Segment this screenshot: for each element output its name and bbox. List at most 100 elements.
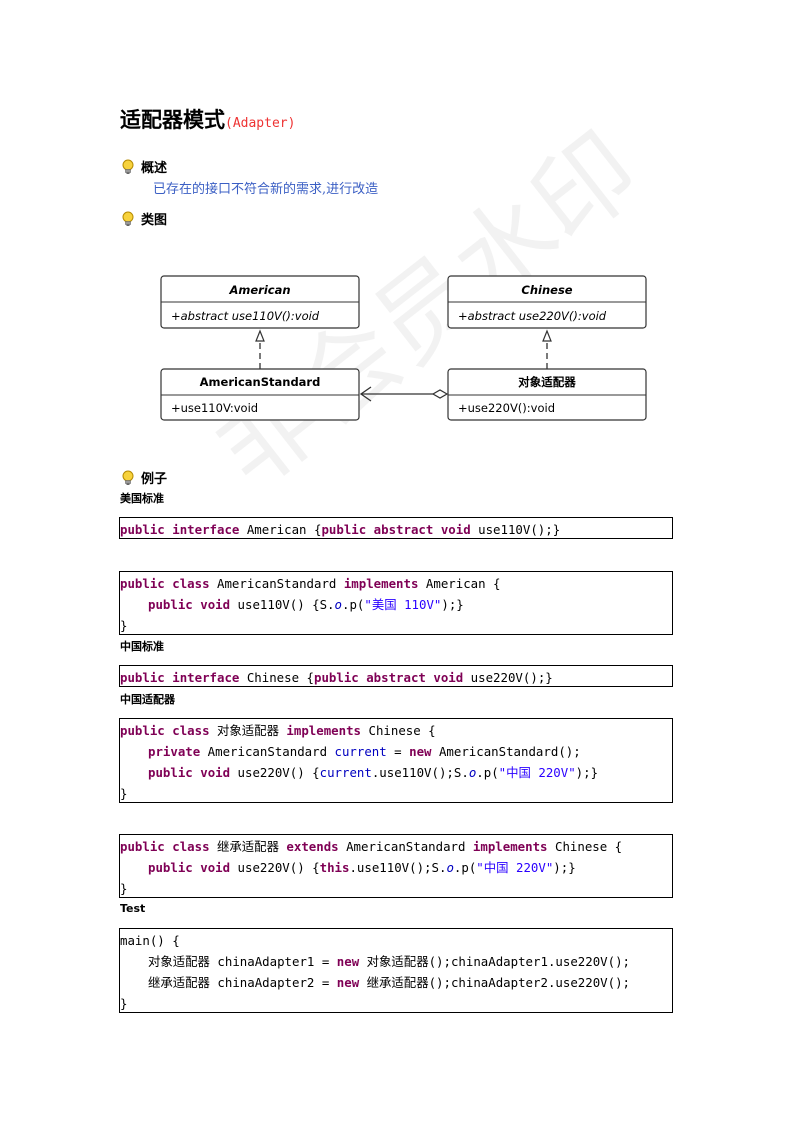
code-keyword: public bbox=[120, 839, 165, 854]
code-line: public void use220V() {this.use110V();S.… bbox=[120, 857, 672, 878]
code-keyword: class bbox=[172, 839, 210, 854]
code-text: AmericanStandard bbox=[338, 839, 473, 854]
code-line: public interface American {public abstra… bbox=[120, 519, 672, 540]
code-text: );} bbox=[441, 597, 464, 612]
code-keyword: public bbox=[120, 576, 165, 591]
code-text: 继承适配器 bbox=[209, 839, 287, 854]
code-text: 对象适配器 bbox=[209, 723, 287, 738]
code-keyword: interface bbox=[172, 522, 240, 537]
uml-class-americanstandard: AmericanStandard +use110V:void bbox=[160, 368, 360, 421]
code-keyword: implements bbox=[472, 839, 548, 854]
code-string: "中国 220V" bbox=[498, 765, 576, 780]
code-keyword: extends bbox=[286, 839, 339, 854]
uml-chinese-name: Chinese bbox=[521, 283, 572, 297]
uml-adapter-name: 对象适配器 bbox=[518, 375, 576, 389]
uml-american-name: American bbox=[228, 283, 290, 297]
code-line: public class 继承适配器 extends AmericanStand… bbox=[120, 836, 672, 857]
subheading-cn-standard: 中国标准 bbox=[120, 640, 164, 653]
code-keyword: public bbox=[148, 597, 193, 612]
code-keyword: void bbox=[200, 860, 231, 875]
code-keyword: void bbox=[440, 522, 471, 537]
code-field: current bbox=[334, 744, 387, 759]
code-keyword: new bbox=[409, 744, 432, 759]
uml-americanstandard-name: AmericanStandard bbox=[200, 375, 321, 389]
code-text: );} bbox=[575, 765, 599, 780]
code-keyword: public bbox=[120, 723, 165, 738]
code-keyword: void bbox=[200, 765, 231, 780]
code-keyword: implements bbox=[343, 576, 419, 591]
code-text: American { bbox=[239, 522, 322, 537]
code-field: o bbox=[468, 765, 477, 780]
code-line: public void use220V() {current.use110V()… bbox=[120, 762, 672, 783]
title-english: (Adapter) bbox=[225, 116, 296, 131]
lightbulb-icon bbox=[122, 159, 134, 174]
code-block-object-adapter: public class 对象适配器 implements Chinese {p… bbox=[119, 718, 673, 803]
subheading-test: Test bbox=[120, 902, 146, 915]
code-text: 继承适配器 chinaAdapter2 = bbox=[148, 975, 337, 990]
code-keyword: public bbox=[148, 765, 193, 780]
code-text: Chinese { bbox=[239, 670, 314, 685]
code-text: .use110V();S. bbox=[349, 860, 447, 875]
code-block-chinese-interface: public interface Chinese {public abstrac… bbox=[119, 665, 673, 687]
code-text: AmericanStandard(); bbox=[431, 744, 581, 759]
code-field: o bbox=[446, 860, 454, 875]
section-overview: 概述 bbox=[121, 157, 167, 176]
code-keyword: public bbox=[321, 522, 367, 537]
uml-chinese-method: +abstract use220V():void bbox=[458, 309, 607, 323]
code-line: public class AmericanStandard implements… bbox=[120, 573, 672, 594]
lightbulb-icon bbox=[122, 211, 134, 226]
code-text: use220V();} bbox=[463, 670, 553, 685]
code-keyword: private bbox=[148, 744, 201, 759]
code-block-american-standard: public class AmericanStandard implements… bbox=[119, 571, 673, 635]
uml-adapter-method: +use220V():void bbox=[458, 401, 555, 415]
code-text: use110V() {S. bbox=[230, 597, 335, 612]
code-field: current bbox=[319, 765, 372, 780]
code-line: public class 对象适配器 implements Chinese { bbox=[120, 720, 672, 741]
code-keyword: abstract bbox=[373, 522, 434, 537]
overview-description: 已存在的接口不符合新的需求,进行改造 bbox=[153, 182, 379, 197]
code-text: .p( bbox=[453, 860, 477, 875]
uml-realization-chinese bbox=[542, 329, 552, 369]
page-title: 适配器模式(Adapter) bbox=[120, 104, 295, 134]
code-keyword: public bbox=[313, 670, 359, 685]
uml-class-american: American +abstract use110V():void bbox=[160, 275, 360, 329]
code-text: AmericanStandard bbox=[200, 744, 335, 759]
section-diagram: 类图 bbox=[121, 209, 167, 228]
code-keyword: void bbox=[200, 597, 231, 612]
section-overview-label: 概述 bbox=[141, 161, 168, 176]
code-text: );} bbox=[553, 860, 576, 875]
code-text: 对象适配器();chinaAdapter1.use220V(); bbox=[359, 954, 630, 969]
code-keyword: implements bbox=[286, 723, 362, 738]
uml-aggregation bbox=[359, 386, 449, 402]
code-line: } bbox=[120, 786, 128, 801]
code-text: 继承适配器();chinaAdapter2.use220V(); bbox=[359, 975, 630, 990]
code-keyword: public bbox=[148, 860, 193, 875]
code-line: public void use110V() {S.o.p("美国 110V");… bbox=[120, 594, 672, 615]
code-keyword: new bbox=[336, 954, 360, 969]
uml-american-method: +abstract use110V():void bbox=[171, 309, 320, 323]
code-line: public interface Chinese {public abstrac… bbox=[120, 667, 672, 688]
code-keyword: this bbox=[319, 860, 350, 875]
code-text: AmericanStandard bbox=[209, 576, 344, 591]
code-line: } bbox=[120, 996, 128, 1011]
code-keyword: class bbox=[172, 723, 210, 738]
uml-realization-american bbox=[255, 329, 265, 369]
lightbulb-icon bbox=[122, 470, 134, 485]
code-keyword: public bbox=[120, 522, 165, 537]
code-line: 继承适配器 chinaAdapter2 = new 继承适配器();chinaA… bbox=[120, 972, 672, 993]
uml-class-diagram: American +abstract use110V():void Chines… bbox=[160, 275, 647, 421]
code-keyword: interface bbox=[172, 670, 240, 685]
code-line: } bbox=[120, 881, 128, 896]
code-text: .use110V();S. bbox=[371, 765, 469, 780]
code-keyword: abstract bbox=[366, 670, 426, 685]
code-string: "美国 110V" bbox=[364, 597, 442, 612]
code-line: 对象适配器 chinaAdapter1 = new 对象适配器();chinaA… bbox=[120, 951, 672, 972]
code-text: .p( bbox=[476, 765, 499, 780]
section-diagram-label: 类图 bbox=[141, 213, 168, 228]
code-text: Chinese { bbox=[547, 839, 623, 854]
code-field: o bbox=[334, 597, 342, 612]
code-keyword: void bbox=[433, 670, 464, 685]
code-text: use110V();} bbox=[470, 522, 561, 537]
code-text: use220V() { bbox=[230, 765, 320, 780]
code-text: use220V() { bbox=[230, 860, 320, 875]
